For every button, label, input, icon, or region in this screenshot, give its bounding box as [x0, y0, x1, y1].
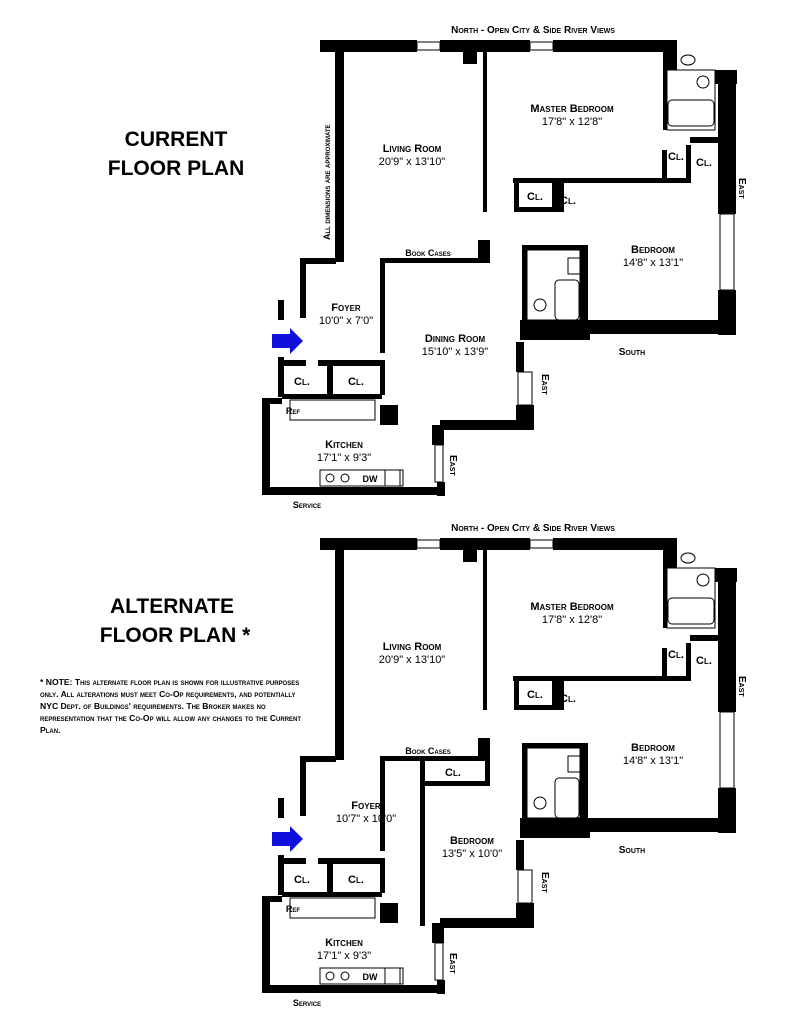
alternate-title-line1: ALTERNATE	[110, 595, 234, 618]
current-foyer-dims: 10'0" x 7'0"	[319, 315, 373, 327]
alternate-closet-2: Cl.	[696, 655, 712, 667]
alternate-closet-wall	[420, 781, 490, 786]
alternate-north-label: North - Open City & Side River Views	[451, 523, 615, 534]
alternate-closet-3: Cl.	[527, 689, 543, 701]
current-bedroom-dims: 14'8" x 13'1"	[623, 257, 683, 269]
current-north-label: North - Open City & Side River Views	[451, 25, 615, 36]
alternate-foyer-name: Foyer	[351, 800, 381, 812]
current-closet-1: Cl.	[668, 151, 684, 163]
alternate-closet-5: Cl.	[294, 874, 310, 886]
alternate-south-label: South	[619, 845, 646, 856]
current-service-label: Service	[293, 500, 321, 510]
alternate-floor-plan	[261, 537, 738, 995]
current-bedroom-name: Bedroom	[631, 244, 675, 256]
alternate-east-label-2: East	[539, 872, 550, 893]
alternate-closet-4: Cl.	[560, 693, 576, 705]
alternate-closet-6: Cl.	[348, 874, 364, 886]
current-dining-dims: 15'10" x 13'9"	[422, 346, 489, 358]
current-foyer-name: Foyer	[331, 302, 361, 314]
alternate-ref-label: Ref	[286, 904, 301, 914]
current-living-dims: 20'9" x 13'10"	[379, 156, 446, 168]
alternate-living-name: Living Room	[383, 641, 442, 653]
alternate-master-name: Master Bedroom	[530, 601, 614, 613]
current-ref-label: Ref	[286, 406, 301, 416]
current-east-label-3: East	[447, 455, 458, 476]
current-closet-2: Cl.	[696, 157, 712, 169]
current-book-cases: Book Cases	[405, 248, 451, 258]
entry-arrow-icon	[272, 826, 303, 852]
current-title-line2: FLOOR PLAN	[108, 157, 245, 180]
current-master-name: Master Bedroom	[530, 103, 614, 115]
current-closet-5: Cl.	[294, 376, 310, 388]
current-closet-4: Cl.	[560, 195, 576, 207]
alternate-bedroom-dims: 14'8" x 13'1"	[623, 755, 683, 767]
current-south-label: South	[619, 347, 646, 358]
alternate-service-label: Service	[293, 998, 321, 1008]
entry-arrow-icon	[272, 328, 303, 354]
current-dw-label: DW	[363, 474, 378, 484]
alternate-bedroom2-dims: 13'5" x 10'0"	[442, 848, 502, 860]
alternate-east-label-3: East	[447, 953, 458, 974]
current-title-line1: CURRENT	[125, 128, 228, 151]
current-closet-6: Cl.	[348, 376, 364, 388]
current-master-dims: 17'8" x 12'8"	[542, 116, 602, 128]
current-dining-name: Dining Room	[425, 333, 486, 345]
alternate-foyer-dims: 10'7" x 10'0"	[336, 813, 396, 825]
alternate-plan-note: * NOTE: This alternate floor plan is sho…	[40, 677, 302, 735]
alternate-bedroom2-name: Bedroom	[450, 835, 494, 847]
alternate-east-label-1: East	[736, 676, 747, 697]
current-east-label-2: East	[539, 374, 550, 395]
current-east-label-1: East	[736, 178, 747, 199]
alternate-master-dims: 17'8" x 12'8"	[542, 614, 602, 626]
alternate-closet-side	[485, 756, 490, 786]
alternate-bedroom-name: Bedroom	[631, 742, 675, 754]
current-kitchen-dims: 17'1" x 9'3"	[317, 452, 371, 464]
current-approx-label: All dimensions are approximate	[322, 124, 332, 240]
alternate-closet-0: Cl.	[445, 767, 461, 779]
alternate-title-line2: FLOOR PLAN *	[100, 624, 251, 647]
current-kitchen-name: Kitchen	[325, 439, 363, 451]
alternate-kitchen-name: Kitchen	[325, 937, 363, 949]
current-floor-plan	[261, 39, 738, 497]
alternate-bedroom-wall	[420, 756, 425, 926]
alternate-closet-1: Cl.	[668, 649, 684, 661]
alternate-living-dims: 20'9" x 13'10"	[379, 654, 446, 666]
current-closet-3: Cl.	[527, 191, 543, 203]
alternate-book-cases: Book Cases	[405, 746, 451, 756]
alternate-dw-label: DW	[363, 972, 378, 982]
current-living-name: Living Room	[383, 143, 442, 155]
alternate-kitchen-dims: 17'1" x 9'3"	[317, 950, 371, 962]
